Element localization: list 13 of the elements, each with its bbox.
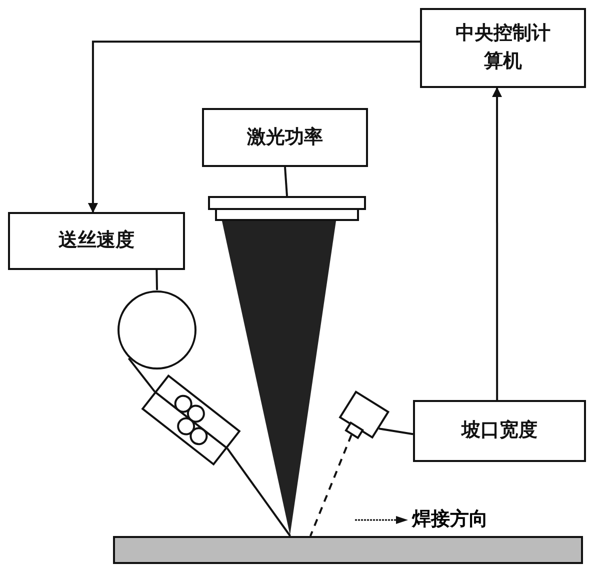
connector-line xyxy=(378,428,414,436)
dashed-line xyxy=(309,434,352,536)
connector-line xyxy=(226,448,291,537)
arrow xyxy=(492,87,502,400)
connector-line xyxy=(128,358,156,392)
process-box: 中央控制计算机 xyxy=(420,8,586,88)
process-box: 激光功率 xyxy=(202,108,368,167)
connector-line xyxy=(156,270,158,290)
connector-line xyxy=(284,166,288,196)
process-box: 送丝速度 xyxy=(8,212,185,270)
process-box: 坡口宽度 xyxy=(413,400,586,462)
arrow xyxy=(88,40,420,213)
direction-label: 焊接方向 xyxy=(412,507,488,532)
